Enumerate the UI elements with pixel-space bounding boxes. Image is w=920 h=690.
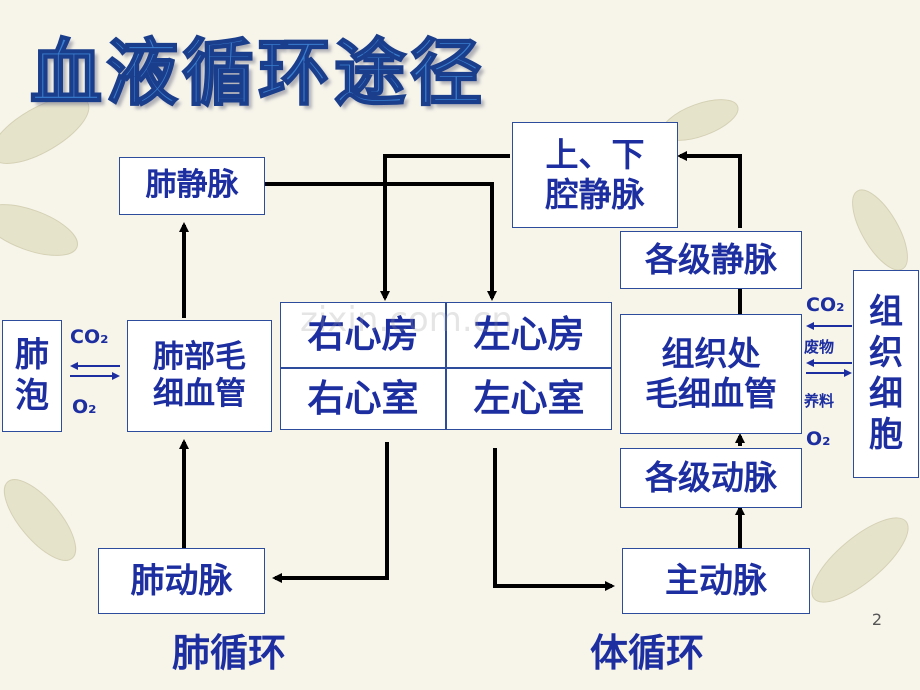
node-tissue-cells: 组 织 细 胞 [853,270,919,478]
label-lung-o2: O₂ [72,396,97,418]
arrow-vena-cava-to-right-atrium [380,154,510,301]
node-right-atrium: 右心房 [280,302,446,368]
label-lung-co2: CO₂ [70,326,109,348]
node-tissue-capillaries: 组织处 毛细血管 [620,314,802,434]
node-pulmonary-artery: 肺动脉 [98,548,265,614]
page-number: 2 [871,610,882,629]
arrow-right-ventricle-to-pulmonary-artery [272,442,389,583]
node-veins: 各级静脉 [620,231,802,289]
node-left-atrium: 左心房 [446,302,612,368]
arrow-pulmonary-vein-to-left-atrium [265,182,497,301]
node-arteries: 各级动脉 [620,448,802,508]
arrow-left-ventricle-to-aorta [493,448,615,591]
label-tissue-nutrients: 养料 [804,392,835,410]
label-pulmonary-circulation: 肺循环 [172,631,287,675]
page-title: 血液循环途径 [29,30,487,116]
node-right-ventricle: 右心室 [280,368,446,430]
label-tissue-co2: CO₂ [806,294,845,316]
node-aorta: 主动脉 [622,548,810,614]
arrow-veins-to-vena-cava [677,151,742,228]
label-tissue-waste: 废物 [804,338,835,356]
label-systemic-circulation: 体循环 [590,631,705,675]
label-tissue-o2: O₂ [806,428,831,450]
node-pulmonary-vein: 肺静脉 [119,157,265,215]
node-lung-capillaries: 肺部毛 细血管 [127,320,272,432]
node-left-ventricle: 左心室 [446,368,612,430]
node-lung-alveoli: 肺 泡 [2,320,62,432]
node-vena-cava: 上、下 腔静脉 [512,122,678,228]
